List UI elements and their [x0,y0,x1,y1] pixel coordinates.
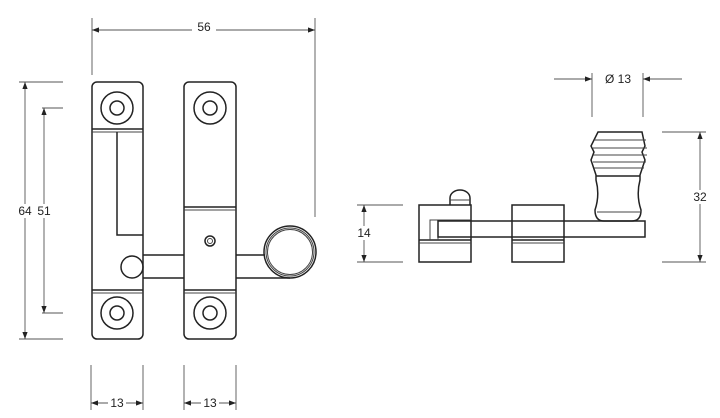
dim-label: Ø 13 [605,72,631,86]
dim-plate-width-left: 13 [90,365,144,410]
dim-label: 51 [37,204,51,218]
front-view [91,81,317,340]
dim-label: 14 [357,226,371,240]
dim-label: 32 [693,190,707,204]
screw-hole-icon [202,305,218,321]
screw-hole-icon [109,100,125,116]
dim-plate-width-right: 13 [183,365,237,410]
dim-overall-width: 56 [91,18,316,217]
dim-overall-height: 64 [16,81,63,340]
dim-hole-spacing: 51 [35,107,63,314]
left-plate [91,81,144,340]
dim-label: 13 [203,396,217,410]
screw-hole-icon [109,305,125,321]
dim-label: 64 [18,204,32,218]
dim-side-height: 14 [355,204,403,263]
side-view [418,131,647,263]
dim-knob-height: 32 [662,131,711,263]
dim-label: 13 [110,396,124,410]
dim-knob-diameter: Ø 13 [554,72,682,117]
screw-hole-icon [202,100,218,116]
latch-bar [143,225,317,279]
right-plate [183,81,237,340]
dim-label: 56 [197,20,211,34]
dome-cap [449,189,471,205]
knob [590,131,647,222]
pin-icon [120,255,144,279]
